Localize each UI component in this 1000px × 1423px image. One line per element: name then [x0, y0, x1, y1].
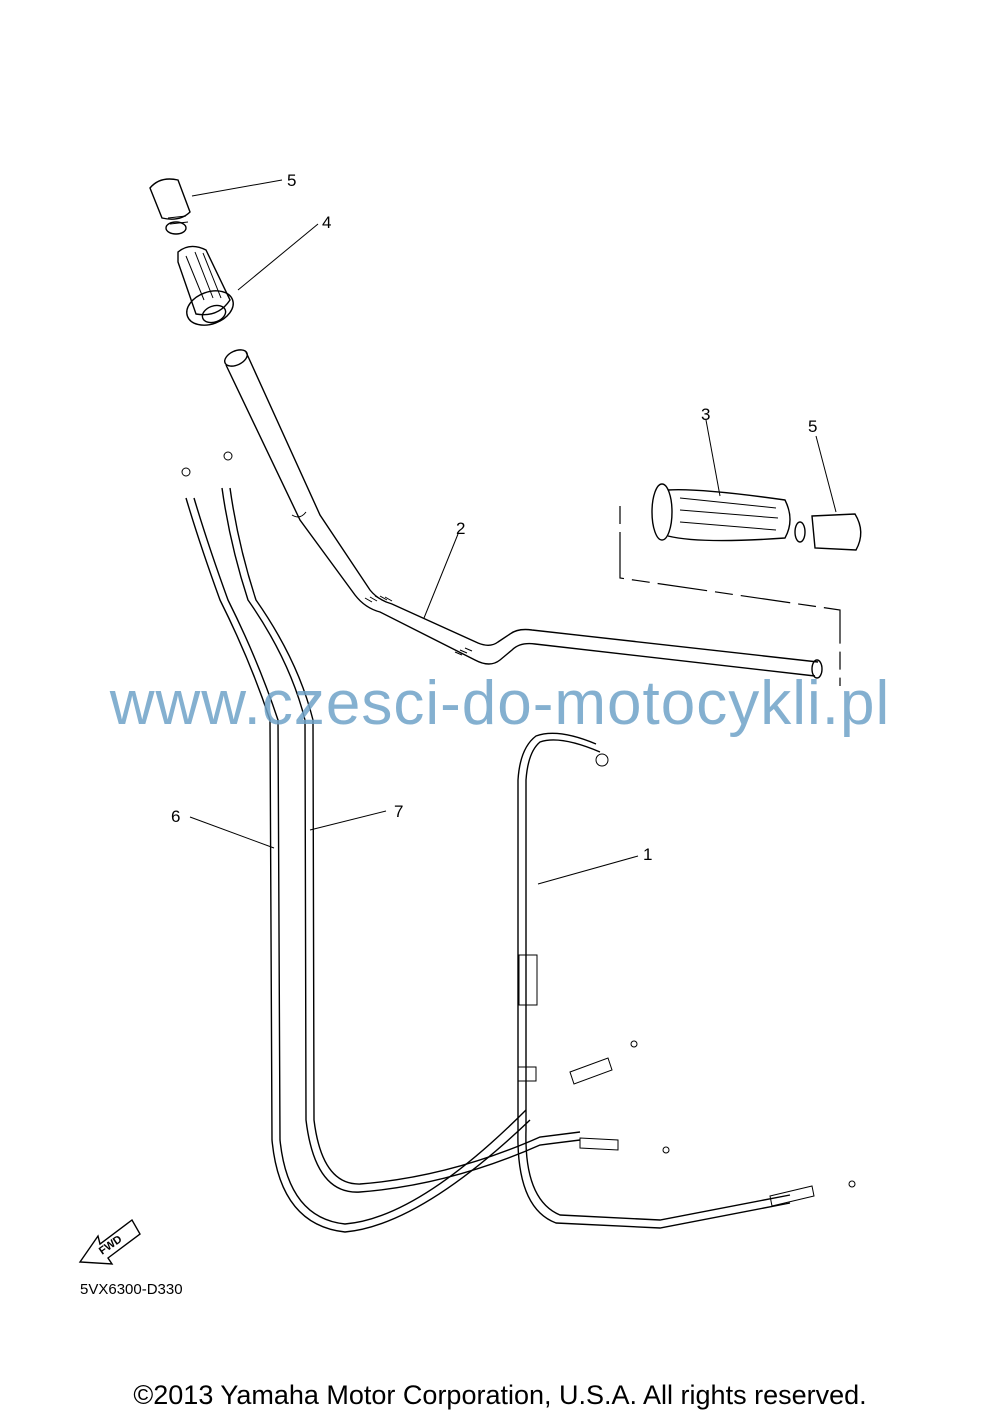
handlebar: [224, 349, 823, 679]
watermark: www.czesci-do-motocykli.pl: [109, 669, 891, 738]
diagram-code: 5VX6300-D330: [80, 1281, 183, 1298]
bar-end-right: [794, 513, 862, 551]
callout-5-right: 5: [808, 417, 817, 436]
cable-adjusters: [569, 1040, 856, 1207]
callout-7: 7: [394, 802, 403, 821]
callout-1: 1: [643, 845, 652, 864]
callout-4: 4: [322, 213, 331, 232]
callout-2: 2: [456, 519, 465, 538]
bar-end-left: [149, 178, 191, 235]
assembly-guide-line: [619, 506, 841, 686]
cable-7: [221, 451, 581, 1193]
copyright: ©2013 Yamaha Motor Corporation, U.S.A. A…: [133, 1380, 867, 1410]
fwd-label: FWD: [97, 1233, 124, 1257]
cable-6: [181, 467, 531, 1233]
callout-3: 3: [701, 405, 710, 424]
callout-6: 6: [171, 807, 180, 826]
forward-arrow-icon: FWD: [78, 1218, 141, 1265]
cable-1: [517, 732, 791, 1229]
callout-5-top: 5: [287, 171, 296, 190]
leader-lines: [189, 179, 837, 885]
throttle-grip: [177, 245, 234, 326]
right-grip: [651, 483, 791, 542]
